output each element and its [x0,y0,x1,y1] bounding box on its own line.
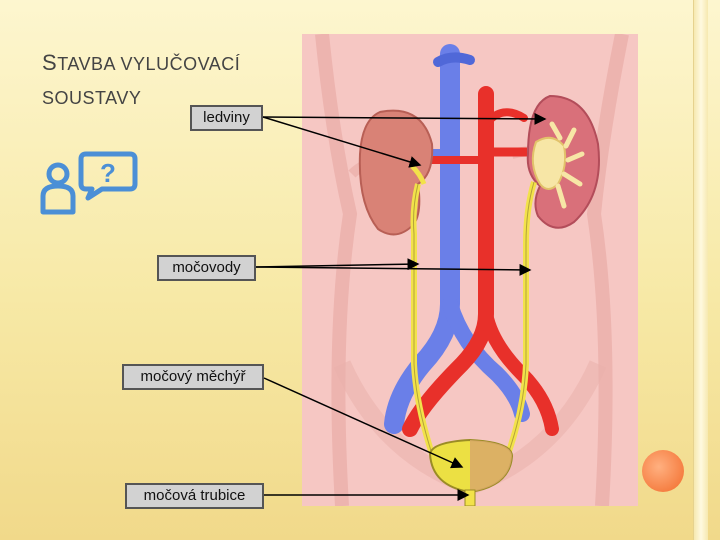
urethra [464,489,476,506]
urinary-system-illustration [302,34,638,506]
renal-calyces [549,121,585,209]
iliac-artery-right [479,307,559,436]
svg-text:?: ? [100,158,116,188]
urinary-system-svg [302,34,638,506]
title-first-letter: S [42,50,58,75]
renal-pelvis-right [531,136,567,190]
help-icon-graphic: ? [40,151,138,215]
body-contour-right [586,34,629,506]
label-mocovy-mechyr: močový měchýř [122,364,264,390]
slide-frame-decoration [693,0,708,540]
title-line-1: TAVBA VYLUČOVACÍ [57,54,241,74]
iliac-vein-right [442,296,530,422]
ureter-right-edge [507,181,535,455]
artery-branch-top [482,108,528,128]
question-speech-bubble-icon[interactable]: ? [38,150,138,220]
label-ledviny: ledviny [190,105,263,131]
vein-branch-top [433,52,475,67]
title-line-2: SOUSTAVY [42,88,142,108]
label-mocova-trubice: močová trubice [125,483,264,509]
body-background [302,34,638,506]
label-mocovody: močovody [157,255,256,281]
slide-title: STAVBA VYLUČOVACÍ SOUSTAVY [42,46,302,115]
bladder-cut-section [470,440,512,492]
decorative-orange-circle [642,450,684,492]
